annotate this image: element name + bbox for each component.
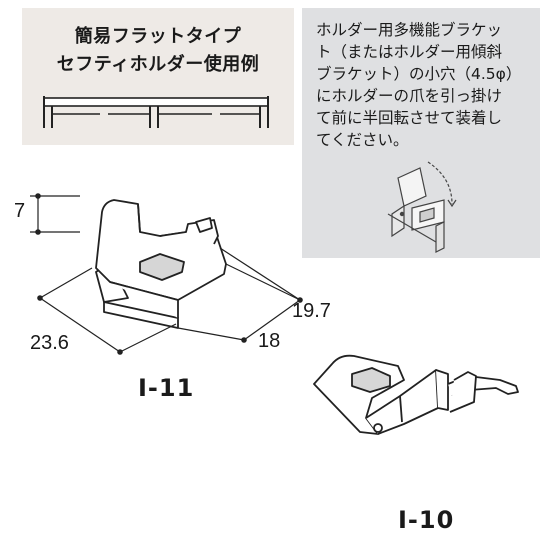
title-line-2: セフティホルダー使用例 [56,54,260,75]
model-label-i10: I-10 [398,506,455,534]
dimension-height: 7 [14,200,26,222]
note-line-5: て前に半回転させて装着し [316,109,503,127]
model-label-i11: I-11 [138,374,195,402]
holder-i11-drawing [95,199,227,329]
dimension-depth: 23.6 [30,332,69,354]
install-sketch [387,161,457,253]
dimension-width-outer: 19.7 [292,300,331,322]
note-line-2: ト（またはホルダー用傾斜 [316,43,503,61]
title-line-1: 簡易フラットタイプ [74,26,242,47]
instruction-box: ホルダー用多機能ブラケッ ト（またはホルダー用傾斜 ブラケット）の小穴（4.5φ… [302,8,540,258]
dimension-width-inner: 18 [258,330,281,352]
note-line-1: ホルダー用多機能ブラケッ [316,21,503,39]
note-line-3: ブラケット）の小穴（4.5φ） [316,65,522,83]
dimension-lines [30,193,303,355]
note-line-4: にホルダーの爪を引っ掛け [316,87,503,105]
note-line-6: てください。 [316,131,409,149]
holder-i10-drawing [313,354,519,435]
shelf-example-drawing [43,96,269,128]
